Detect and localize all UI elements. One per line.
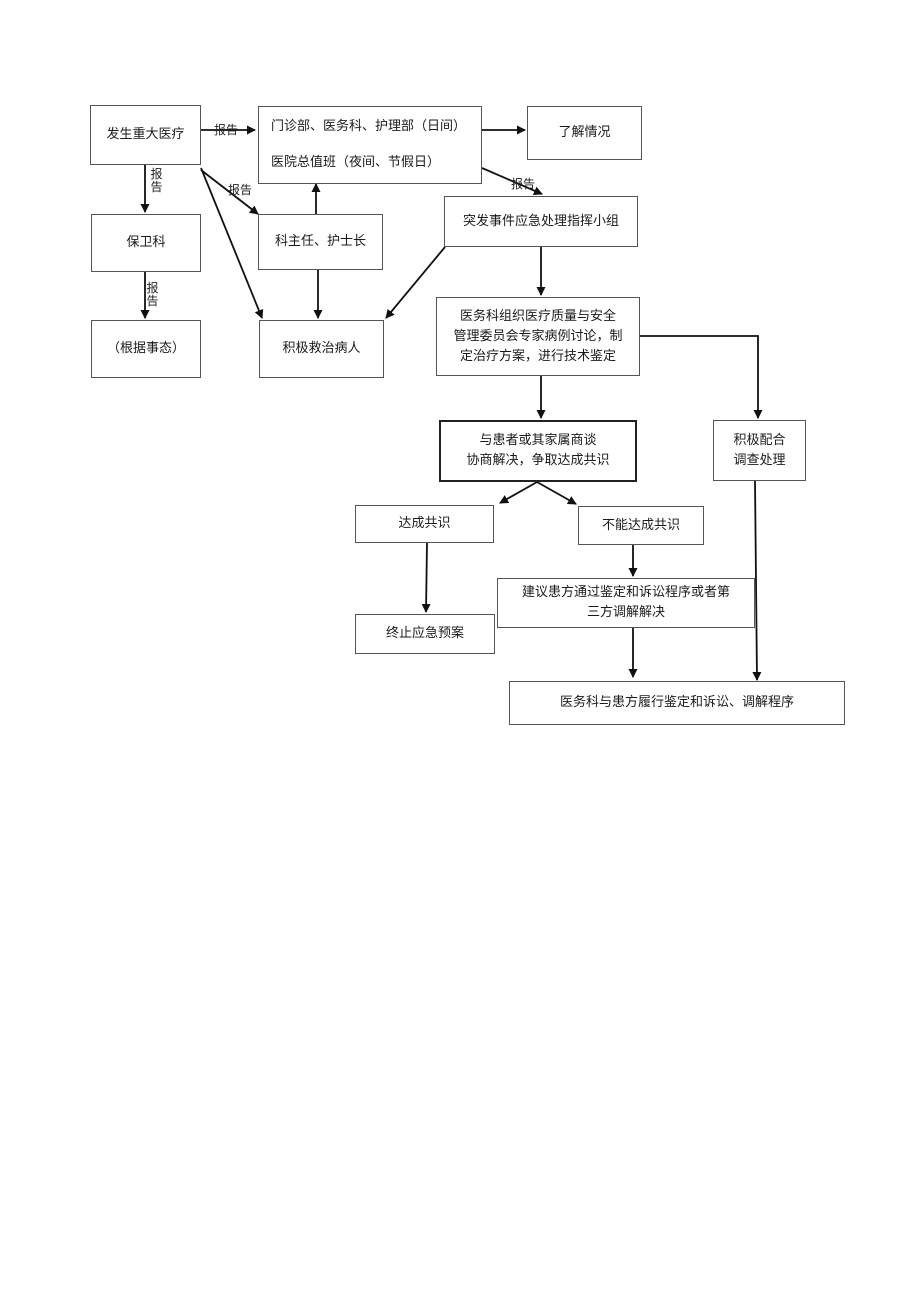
node-security: 保卫科 (91, 214, 201, 272)
node-outpatient-departments: 门诊部、医务科、护理部（日间） 医院总值班（夜间、节假日） (258, 106, 482, 184)
node-suggest-procedure: 建议患方通过鉴定和诉讼程序或者第 三方调解解决 (497, 578, 755, 628)
node-expert-line1: 医务科组织医疗质量与安全 (459, 308, 616, 324)
node-cooperate: 积极配合 调查处理 (713, 420, 806, 481)
node-final-text: 医务科与患方履行鉴定和诉讼、调解程序 (559, 695, 794, 710)
node-negotiate: 与患者或其家属商谈 协商解决，争取达成共识 (439, 420, 637, 482)
node-expert-line2: 管理委员会专家病例讨论，制 (453, 328, 623, 344)
node-treat-patient-text: 积极救治病人 (282, 341, 361, 356)
edge-label-report-situation: 报告 (146, 281, 159, 308)
node-treat-patient: 积极救治病人 (259, 320, 384, 378)
edge-label-report-dept-heads: 报告 (228, 183, 253, 197)
node-by-situation: （根据事态） (91, 320, 201, 378)
node-terminate-text: 终止应急预案 (385, 626, 464, 641)
node-final-procedure: 医务科与患方履行鉴定和诉讼、调解程序 (509, 681, 845, 725)
node-understand-situation: 了解情况 (527, 106, 642, 160)
node-terminate-plan: 终止应急预案 (355, 614, 495, 654)
node-major-incident: 发生重大医疗 (90, 105, 201, 165)
edge-cooperate-to-final (752, 480, 762, 681)
node-emergency-group: 突发事件应急处理指挥小组 (444, 196, 638, 247)
node-suggest-line1: 建议患方通过鉴定和诉讼程序或者第 (521, 585, 730, 600)
node-understand-text: 了解情况 (558, 125, 611, 140)
edge-negotiate-to-consensus (499, 481, 538, 504)
edge-outpatient-to-group (481, 167, 543, 195)
node-expert-line3: 定治疗方案，进行技术鉴定 (459, 348, 616, 364)
node-cooperate-line2: 调查处理 (733, 452, 786, 468)
node-negotiate-line1: 与患者或其家属商谈 (479, 433, 597, 448)
edge-label-report-group: 报告 (511, 177, 536, 191)
node-emergency-group-text: 突发事件应急处理指挥小组 (462, 213, 619, 229)
node-suggest-line2: 三方调解解决 (586, 605, 665, 620)
node-expert-discussion: 医务科组织医疗质量与安全 管理委员会专家病例讨论，制 定治疗方案，进行技术鉴定 (436, 297, 640, 376)
edge-label-report-outpatient: 报告 (214, 123, 239, 137)
node-negotiate-line2: 协商解决，争取达成共识 (466, 453, 610, 468)
node-consensus: 达成共识 (355, 505, 494, 543)
node-no-consensus-text: 不能达成共识 (601, 517, 680, 533)
node-dept-heads: 科主任、护士长 (258, 214, 383, 270)
edge-expert-to-cooperate (640, 335, 763, 419)
node-dept-heads-text: 科主任、护士长 (274, 234, 366, 249)
edge-incident-to-dept-heads (200, 169, 259, 215)
edge-negotiate-to-no-consensus (536, 481, 577, 505)
edge-incident-to-treat (200, 167, 264, 319)
node-cooperate-line1: 积极配合 (733, 432, 786, 448)
node-outpatient-line2: 医院总值班（夜间、节假日） (271, 155, 441, 170)
node-consensus-text: 达成共识 (398, 516, 451, 531)
node-major-incident-text: 发生重大医疗 (106, 127, 185, 142)
node-no-consensus: 不能达成共识 (578, 506, 704, 545)
node-security-text: 保卫科 (126, 235, 166, 250)
node-by-situation-text: （根据事态） (106, 341, 185, 356)
node-outpatient-line1: 门诊部、医务科、护理部（日间） (271, 119, 467, 134)
edge-group-to-treat (385, 246, 446, 319)
edge-consensus-to-terminate (421, 542, 431, 613)
edge-label-report-security: 报告 (150, 167, 163, 194)
